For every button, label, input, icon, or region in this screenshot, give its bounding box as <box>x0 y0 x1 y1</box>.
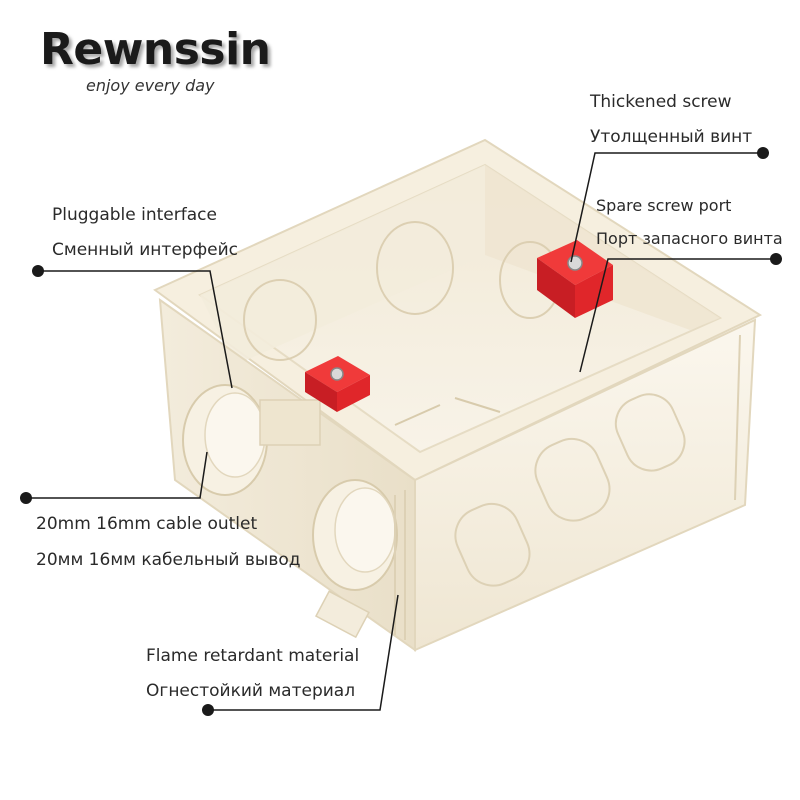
label-cable-outlet-ru: 20мм 16мм кабельный вывод <box>36 550 301 570</box>
screw-block-left <box>305 356 370 412</box>
screw-block-right <box>537 240 613 318</box>
label-spare-port-ru: Порт запасного винта <box>596 229 783 248</box>
brand-name: Rewnssin <box>40 24 271 75</box>
brand-tagline: enjoy every day <box>86 76 215 95</box>
label-flame-ru: Огнестойкий материал <box>146 681 356 701</box>
label-pluggable-ru: Сменный интерфейс <box>52 240 238 260</box>
junction-box <box>153 138 763 652</box>
brand-logo: Rewnssin enjoy every day <box>40 24 271 96</box>
label-cable-outlet-en: 20mm 16mm cable outlet <box>36 514 258 534</box>
label-thickened-screw-ru: Утолщенный винт <box>590 127 753 147</box>
callout-dots <box>20 147 782 716</box>
label-pluggable-en: Pluggable interface <box>52 205 217 225</box>
callout-lines <box>26 152 776 711</box>
label-spare-port-en: Spare screw port <box>596 196 732 215</box>
label-flame-en: Flame retardant material <box>146 646 360 666</box>
label-thickened-screw-en: Thickened screw <box>590 92 732 112</box>
